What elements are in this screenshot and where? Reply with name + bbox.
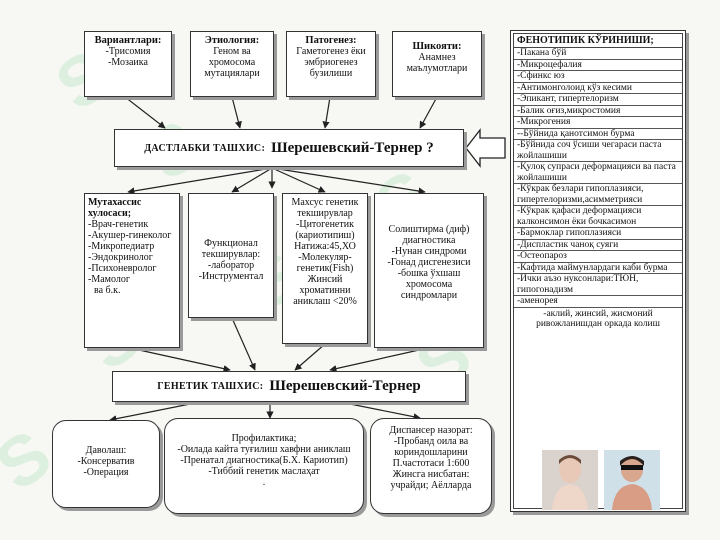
prevention-line: -Тиббий генетик маслаҳат: [208, 466, 320, 477]
genetic-diagnosis-name: Шерешевский-Тернер: [269, 378, 421, 394]
etiology-line: хромосома: [208, 57, 256, 68]
specialist-line: ва б.к.: [94, 285, 121, 296]
etiology-line: Геном ва: [213, 46, 251, 57]
diff-line: -бошка ўхшаш: [397, 268, 461, 279]
variants-line: -Мозаика: [108, 57, 148, 68]
phenotype-item: --Бўйнида қанотсимон бурма: [514, 129, 682, 140]
genetic-diagnosis-label: ГЕНЕТИК ТАШХИС:: [157, 381, 264, 392]
genetic-tests-box: Махсус генетик текширувлар -Цитогенетик …: [282, 193, 368, 344]
functional-line: -лаборатор: [207, 260, 255, 271]
phenotype-item: -Микрогения: [514, 117, 682, 129]
phenotype-item: -Қулоқ супраси деформацияси ва паста жой…: [514, 162, 682, 184]
phenotype-item: -Микроцефалия: [514, 60, 682, 71]
variants-title: Вариантлари:: [94, 35, 162, 46]
specialist-line: -Врач-генетик: [88, 219, 149, 230]
pathogenesis-title: Патогенез:: [305, 35, 357, 46]
pathogenesis-line: бузилиши: [309, 68, 353, 79]
functional-line: текширувлар:: [201, 249, 261, 260]
diff-line: Солиштирма (диф): [388, 224, 470, 235]
genetic-test-line: -Молекуляр-: [298, 252, 352, 263]
diff-line: -Гонад дисгенезиси: [387, 257, 471, 268]
specialist-line: -Акушер-гинеколог: [88, 230, 172, 241]
phenotype-footer: -аклий, жинсий, жисмоний ривожланишдан о…: [536, 308, 660, 330]
initial-diagnosis-name: Шерешевский-Тернер ?: [271, 139, 434, 156]
phenotype-item: -Сфинкс юз: [514, 71, 682, 83]
specialist-line: -Психоневролог: [88, 263, 157, 274]
treatment-line: -Операция: [83, 467, 129, 478]
complaints-line: Анамнез: [418, 52, 456, 63]
genetic-test-line: Жинсий: [307, 274, 343, 285]
dispensary-line: Жинсга нисбатан:: [392, 469, 470, 480]
dispensary-line: Диспансер назорат:: [389, 425, 473, 436]
phenotype-panel: ФЕНОТИПИК КЎРИНИШИ; -Пакана бўй-Микроцеф…: [510, 30, 686, 512]
dispensary-line: кориндошларини: [394, 447, 468, 458]
patient-photo-2: [604, 450, 660, 510]
complaints-title: Шикояти:: [412, 41, 462, 52]
etiology-title: Этиология:: [204, 35, 260, 46]
phenotype-item: -Балик оғиз,микростомия: [514, 106, 682, 117]
specialist-title: Мутахассис хулосаси;: [88, 197, 142, 219]
phenotype-item: -Остеопароз: [514, 251, 682, 263]
phenotype-item: -Кафтида маймунлардаги каби бурма: [514, 263, 682, 274]
pathogenesis-line: Гаметогенез ёки: [296, 46, 366, 57]
prevention-line: .: [262, 477, 266, 488]
functional-tests-box: Функционал текширувлар: -лаборатор -Инст…: [188, 193, 274, 318]
phenotype-item: -Пакана бўй: [514, 48, 682, 60]
etiology-box: Этиология: Геном ва хромосома мутациялар…: [190, 31, 274, 97]
specialist-line: -Эндокринолог: [88, 252, 153, 263]
phenotype-item: -Антимонголоид кўз кесими: [514, 83, 682, 94]
phenotype-title: ФЕНОТИПИК КЎРИНИШИ;: [514, 34, 682, 48]
prevention-line: -Оилада кайта туғилиш хавфни аниклаш: [177, 444, 351, 455]
differential-diagnosis-box: Солиштирма (диф) диагностика -Нунан синд…: [374, 193, 484, 348]
diff-line: диагностика: [402, 235, 456, 246]
dispensary-line: -Пробанд оила ва: [393, 436, 469, 447]
diff-line: хромосома: [405, 279, 453, 290]
phenotype-list: -Пакана бўй-Микроцефалия-Сфинкс юз-Антим…: [514, 48, 682, 308]
genetic-test-line: аниклаш <20%: [293, 296, 357, 307]
pathogenesis-line: эмбриогенез: [304, 57, 358, 68]
complaints-line: маълумотлари: [406, 63, 468, 74]
genetic-diagnosis-banner: ГЕНЕТИК ТАШХИС: Шерешевский-Тернер: [112, 371, 466, 402]
genetic-test-line: текширувлар: [297, 208, 353, 219]
diff-line: -Нунан синдроми: [391, 246, 467, 257]
phenotype-item: -Бармоклар гипоплазияси: [514, 228, 682, 240]
phenotype-item: -Диспластик чаноқ суяги: [514, 240, 682, 251]
genetic-test-line: хроматинни: [299, 285, 351, 296]
functional-line: -Инструментал: [198, 271, 264, 282]
treatment-line: Даволаш:: [85, 445, 127, 456]
dispensary-line: учрайди; Аёлларда: [390, 480, 472, 491]
pathogenesis-box: Патогенез: Гаметогенез ёки эмбриогенез б…: [286, 31, 376, 97]
genetic-test-line: (кариотипиш): [295, 230, 355, 241]
prevention-box: Профилактика; -Оилада кайта туғилиш хавф…: [164, 418, 364, 514]
functional-line: Функционал: [204, 238, 258, 249]
etiology-line: мутациялари: [204, 68, 260, 79]
initial-diagnosis-label: ДАСТЛАБКИ ТАШХИС:: [144, 142, 266, 154]
treatment-line: -Консерватив: [77, 456, 135, 467]
phenotype-item: -Эпикант, гипертелоризм: [514, 94, 682, 106]
genetic-test-line: Махсус генетик: [291, 197, 359, 208]
genetic-test-line: генетик(Fish): [296, 263, 354, 274]
dispensary-line: П.частотаси 1:600: [392, 458, 470, 469]
genetic-test-line: -Цитогенетик: [296, 219, 354, 230]
prevention-line: -Пренатал диагностика(Б.Х. Кариотип): [180, 455, 348, 466]
specialist-line: -Микропедиатр: [88, 241, 155, 252]
variants-line: -Трисомия: [105, 46, 151, 57]
phenotype-item: -Бўйнида соч ўсиши чегараси паста жойлаш…: [514, 140, 682, 162]
phenotype-item: -аменорея: [514, 296, 682, 308]
dispensary-box: Диспансер назорат: -Пробанд оила ва кори…: [370, 418, 492, 514]
phenotype-item: -Кўкрак безлари гипоплазияси, гипертелор…: [514, 184, 682, 206]
genetic-test-line: Натижа:45,ХО: [294, 241, 356, 252]
specialist-line: -Мамолог: [88, 274, 130, 285]
patient-photo-1: [542, 450, 598, 510]
variants-box: Вариантлари: -Трисомия -Мозаика: [84, 31, 172, 97]
phenotype-item: -Кўкрак қафаси деформацияси калконсимон …: [514, 206, 682, 228]
initial-diagnosis-banner: ДАСТЛАБКИ ТАШХИС: Шерешевский-Тернер ?: [114, 129, 464, 167]
complaints-box: Шикояти: Анамнез маълумотлари: [392, 31, 482, 97]
phenotype-item: -Ички аъзо нуксонлари:ТЮН, гипогонадизм: [514, 274, 682, 296]
treatment-box: Даволаш: -Консерватив -Операция: [52, 420, 160, 508]
diff-line: синдромлари: [400, 290, 458, 301]
specialist-box: Мутахассис хулосаси; -Врач-генетик -Акуш…: [84, 193, 180, 348]
prevention-line: Профилактика;: [231, 433, 297, 444]
